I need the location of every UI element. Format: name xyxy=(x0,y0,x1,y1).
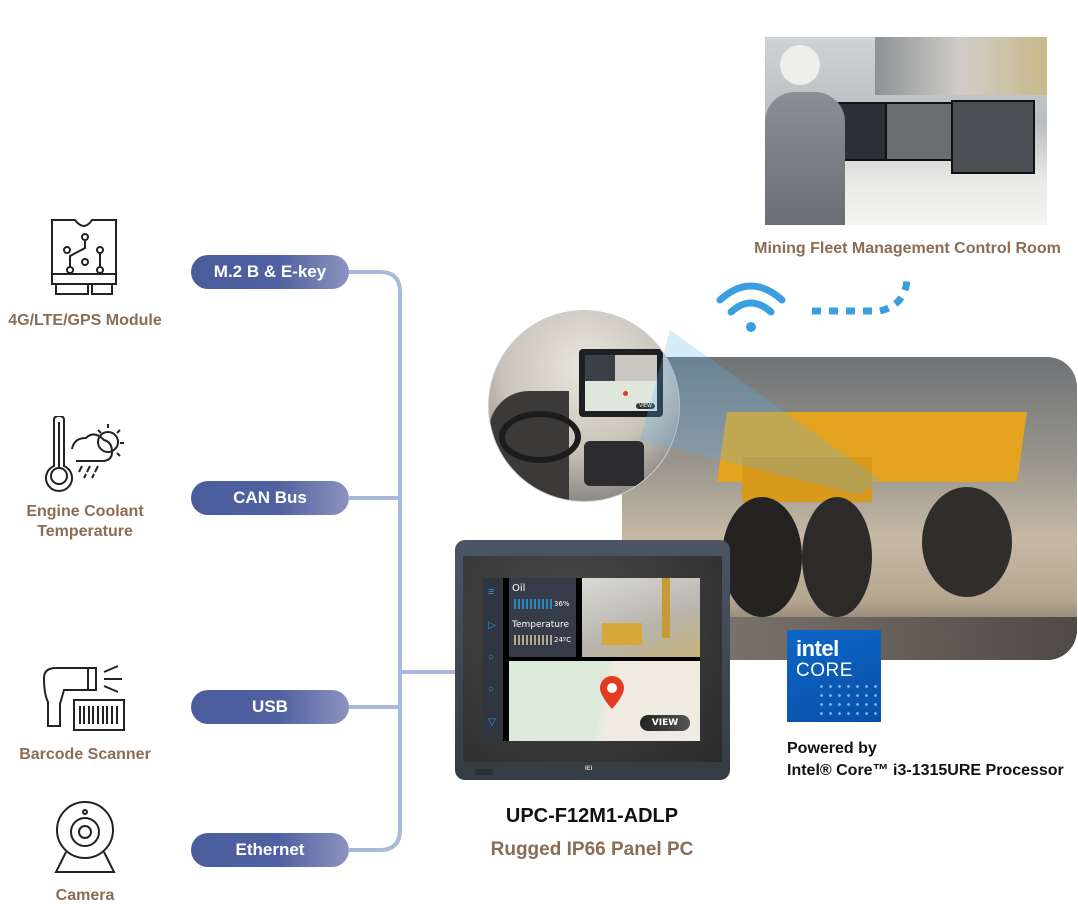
camera-label: Camera xyxy=(55,887,115,904)
interface-m2-pill: M.2 B & E-key xyxy=(191,255,349,289)
menu-icon[interactable]: ≡ xyxy=(488,586,495,598)
thermometer-weather-icon xyxy=(45,416,124,492)
interface-ethernet-pill: Ethernet xyxy=(191,833,349,867)
oil-gauge-bars xyxy=(514,599,552,609)
temperature-value: 24ºC xyxy=(554,636,572,644)
wifi-icon xyxy=(716,282,786,332)
m2-module-icon xyxy=(51,219,117,295)
panel-pc: ≡ ▷ ○ ○ ▽ Oil 36% Temperature 24ºC VIEW xyxy=(455,540,730,780)
inset-view-button: VIEW xyxy=(636,403,655,409)
cabin-inset-photo: VIEW xyxy=(488,310,680,502)
inset-panel-pc: VIEW xyxy=(579,349,663,417)
power-button[interactable] xyxy=(475,769,493,775)
interface-canbus-pill: CAN Bus xyxy=(191,481,349,515)
coolant-label-line1: Engine Coolant xyxy=(26,503,144,520)
temp-gauge-bars xyxy=(514,635,552,645)
map-pin-icon xyxy=(600,676,624,709)
processor-name: Intel® Core™ i3-1315URE Processor xyxy=(787,762,1064,779)
intel-core-logo: intel CORE xyxy=(787,630,881,722)
inset-projection-beam xyxy=(640,330,880,495)
map-view: VIEW xyxy=(509,661,700,741)
control-room-photo xyxy=(765,37,1047,225)
core-logo-text: CORE xyxy=(796,660,853,681)
barcode-label: Barcode Scanner xyxy=(19,746,151,763)
barcode-scanner-icon xyxy=(42,665,125,731)
camera-feed xyxy=(582,578,700,657)
brand-logo: IEI xyxy=(585,766,593,772)
module-label: 4G/LTE/GPS Module xyxy=(8,312,162,329)
product-subtitle: Rugged IP66 Panel PC xyxy=(490,839,694,860)
oil-label: Oil xyxy=(512,583,526,594)
bus-trunk-line xyxy=(349,270,402,852)
wireless-link-dots xyxy=(812,279,911,315)
powered-by-text: Powered by xyxy=(787,740,877,757)
circle-icon-2[interactable]: ○ xyxy=(488,684,495,695)
screen-sidebar: ≡ ▷ ○ ○ ▽ xyxy=(483,578,503,741)
view-button[interactable]: VIEW xyxy=(640,715,690,731)
temperature-label: Temperature xyxy=(512,620,570,630)
down-triangle-icon[interactable]: ▽ xyxy=(488,717,496,728)
oil-value: 36% xyxy=(554,600,570,608)
intel-logo-text: intel xyxy=(796,636,839,661)
interface-usb-pill: USB xyxy=(191,690,349,724)
circle-icon[interactable]: ○ xyxy=(488,652,495,663)
control-room-caption: Mining Fleet Management Control Room xyxy=(754,240,1061,257)
logo-dot-pattern xyxy=(817,682,877,718)
play-icon[interactable]: ▷ xyxy=(488,620,496,631)
camera-icon xyxy=(54,801,116,873)
panel-screen: ≡ ▷ ○ ○ ▽ Oil 36% Temperature 24ºC VIEW xyxy=(483,578,700,741)
gauge-panel: Oil 36% Temperature 24ºC xyxy=(509,578,576,657)
coolant-label-line2: Temperature xyxy=(37,523,133,540)
product-model: UPC-F12M1-ADLP xyxy=(505,805,679,827)
